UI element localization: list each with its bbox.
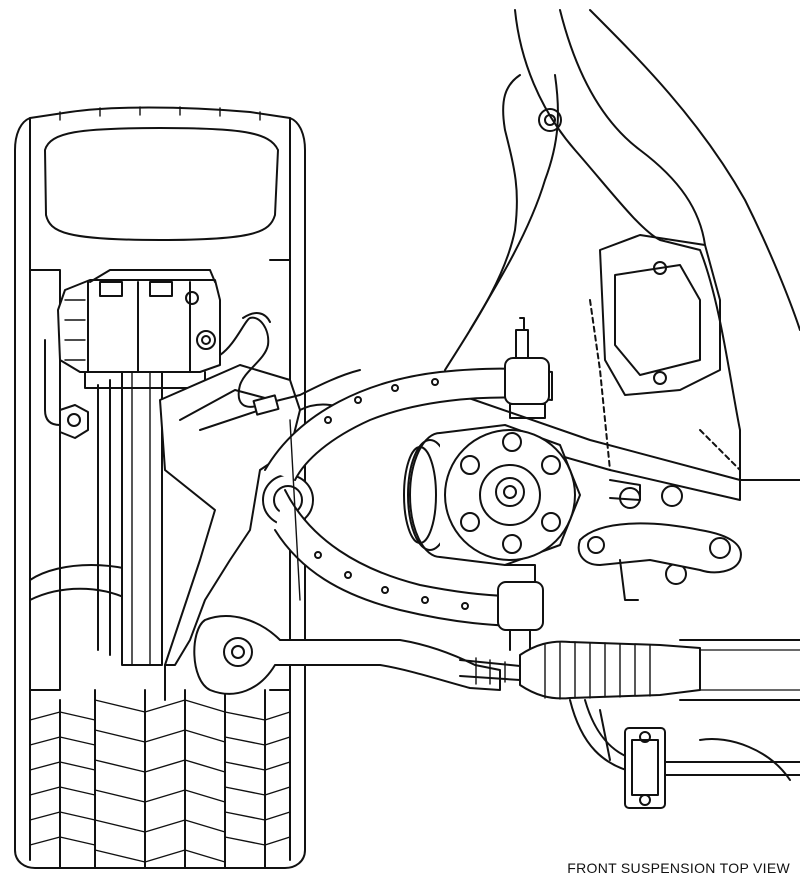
subframe <box>445 10 800 584</box>
tire <box>15 107 305 868</box>
upper-control-arm <box>265 318 552 650</box>
brake-hose <box>220 313 360 415</box>
brake-caliper <box>45 270 220 425</box>
bushing-bracket <box>625 728 665 808</box>
rack-boot <box>520 640 800 700</box>
stabilizer-bar <box>570 700 800 780</box>
brake-rotor <box>98 370 162 665</box>
diagram-caption: FRONT SUSPENSION TOP VIEW <box>567 860 790 876</box>
lower-control-arm <box>194 480 741 694</box>
tie-rod <box>460 658 520 684</box>
wheel-hub <box>404 425 580 565</box>
